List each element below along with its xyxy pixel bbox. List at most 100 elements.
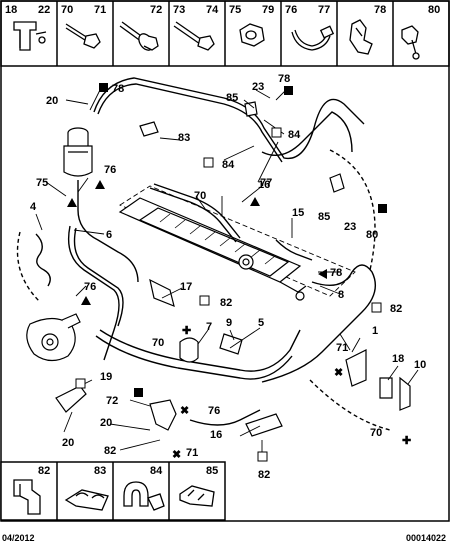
callout-12: 16 [210, 429, 222, 441]
callout-70: 70 [370, 427, 382, 439]
flange-bolt-icon [119, 21, 159, 51]
callout-9: 4 [30, 201, 37, 213]
part-number-75: 75 [229, 4, 241, 16]
callout-85: 85 [318, 211, 330, 223]
callout-82: 82 [390, 303, 402, 315]
triangle-marker [250, 197, 260, 206]
footer-date: 04/2012 [2, 533, 35, 543]
part-number-71: 71 [94, 4, 106, 16]
callout-76: 76 [104, 164, 116, 176]
steering-pump [26, 313, 81, 362]
callout-15: 16 [258, 179, 270, 191]
part-number-70: 70 [61, 4, 73, 16]
triangle-marker [67, 198, 77, 207]
triangle-marker [81, 296, 91, 305]
callout-70: 70 [152, 337, 164, 349]
part-number-79: 79 [262, 4, 274, 16]
callout-19: 20 [62, 437, 74, 449]
part-number-77: 77 [318, 4, 330, 16]
part-number-22: 22 [38, 4, 50, 16]
clip-icon [349, 19, 373, 55]
callout-8: 9 [226, 317, 232, 329]
callout-82: 82 [220, 297, 232, 309]
cross-marker: ✖ [172, 449, 181, 461]
part-number-74: 74 [206, 4, 219, 16]
part-number-83: 83 [94, 465, 106, 477]
angle-clip-icon [179, 485, 215, 507]
white-square-marker [271, 127, 282, 138]
cross-marker: ✚ [182, 325, 191, 337]
part-number-82: 82 [38, 465, 50, 477]
fluid-reservoir [63, 127, 93, 177]
double-clip-icon [123, 481, 165, 511]
callout-20: 23 [344, 221, 356, 233]
callout-7: 7 [206, 321, 212, 333]
part-number-80: 80 [428, 4, 440, 16]
callout-labels: 20 78 83 84 16 85 23 78 84 75 76 4 6 70 … [30, 73, 426, 481]
callout-14: 15 [292, 207, 304, 219]
callout-78: 78 [278, 73, 290, 85]
connector-icon [401, 25, 420, 60]
triangle-marker [318, 269, 327, 279]
callout-10: 10 [414, 359, 426, 371]
callout-5: 6 [106, 229, 112, 241]
callout-18: 19 [100, 371, 112, 383]
callout-75: 72 [106, 395, 118, 407]
steering-rack [118, 197, 307, 301]
long-bolt-icon [173, 21, 215, 51]
black-square-marker [99, 83, 108, 92]
callout-82: 82 [258, 469, 270, 481]
callout-78: 80 [366, 229, 378, 241]
white-square-marker [203, 157, 214, 168]
callout-85: 85 [226, 92, 238, 104]
callout-70: 71 [336, 342, 348, 354]
callout-77: 78 [330, 267, 342, 279]
callout-78: 78 [112, 83, 124, 95]
callout-72: 76 [208, 405, 220, 417]
clip-bracket-icon [13, 21, 47, 51]
part-number-72: 72 [150, 4, 162, 16]
callout-71: 71 [186, 447, 198, 459]
part-number-73: 73 [173, 4, 185, 16]
cross-marker: ✖ [180, 405, 189, 417]
callout-84: 84 [288, 129, 301, 141]
callout-20: 23 [252, 81, 264, 93]
callout-77: 77 [260, 177, 272, 189]
hex-nut-icon [239, 23, 265, 47]
callout-23: 70 [194, 190, 206, 202]
part-number-85: 85 [206, 465, 218, 477]
part-number-18: 18 [5, 4, 17, 16]
callout-16: 18 [392, 353, 404, 365]
callout-20: 20 [46, 95, 58, 107]
bolt-icon [65, 23, 101, 49]
callout-80: 82 [104, 445, 116, 457]
callout-83: 83 [178, 132, 190, 144]
bracket-clip-icon [13, 479, 41, 515]
part-number-76: 76 [285, 4, 297, 16]
white-square-marker [257, 451, 268, 462]
callout-76: 75 [36, 177, 48, 189]
footer-reference: 00014022 [405, 533, 446, 543]
hose-clamp-icon [291, 25, 335, 51]
bottom-parts-strip: 82 83 84 85 [0, 461, 226, 521]
callout-17: 20 [100, 417, 112, 429]
white-square-marker [199, 295, 210, 306]
black-square-marker [284, 86, 293, 95]
pipe-clip-icon [64, 489, 109, 511]
white-square-marker [371, 302, 382, 313]
black-square-marker [378, 204, 387, 213]
triangle-marker [95, 180, 105, 189]
part-number-84: 84 [150, 465, 163, 477]
black-square-marker [134, 388, 143, 397]
callout-1: 1 [372, 325, 378, 337]
top-parts-strip: 18 22 70 71 72 73 74 [0, 0, 450, 67]
brackets [55, 101, 411, 437]
cross-marker: ✚ [402, 435, 411, 447]
part-number-78: 78 [374, 4, 386, 16]
main-diagram: 20 78 83 84 16 85 23 78 84 75 76 4 6 70 … [16, 73, 426, 481]
cross-marker: ✖ [334, 367, 343, 379]
callout-6: 8 [338, 289, 344, 301]
callout-4: 5 [258, 317, 264, 329]
callout-84: 84 [222, 159, 235, 171]
